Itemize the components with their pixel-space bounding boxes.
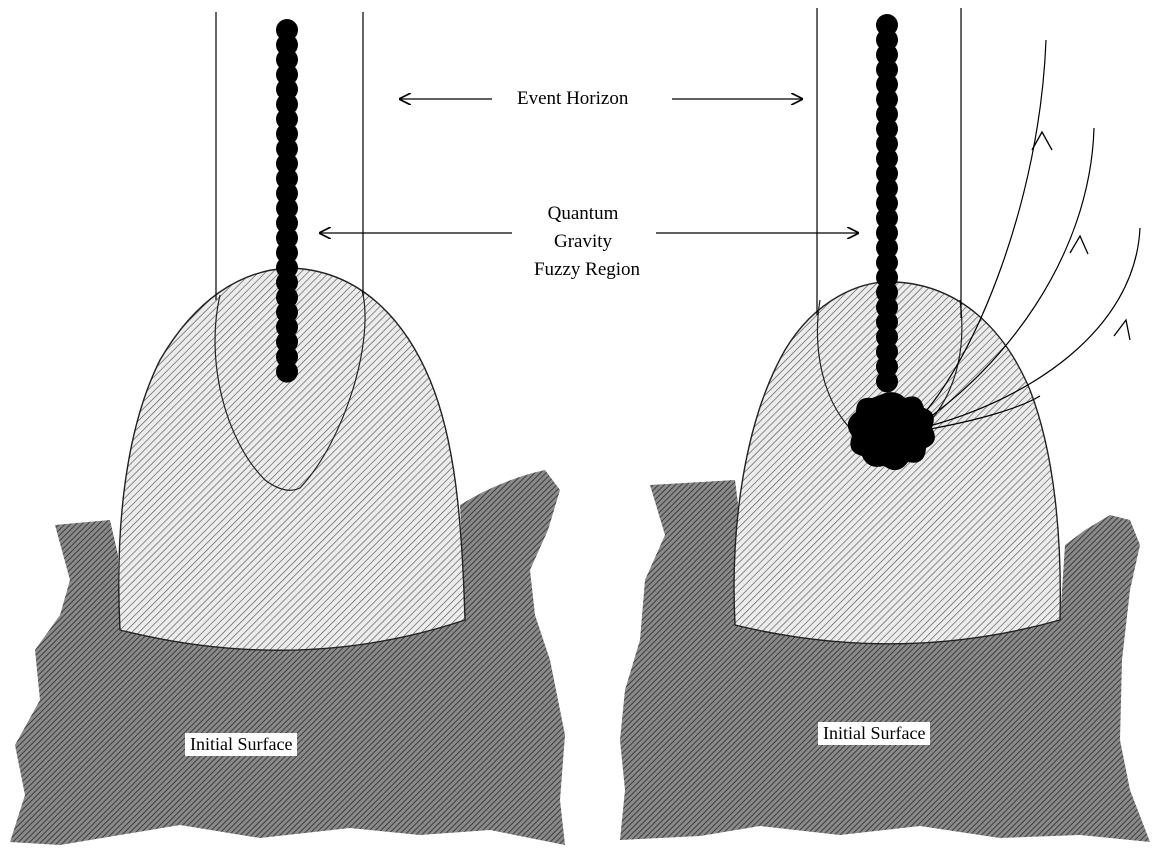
initial-surface-label-left: Initial Surface: [185, 733, 297, 756]
singularity-right-bead: [876, 370, 898, 392]
right-panel: Initial Surface: [620, 8, 1150, 842]
singularity-bead-chain-right: [876, 14, 898, 392]
left-panel: Initial Surface: [10, 12, 565, 845]
singularity-bead-chain-left: [276, 19, 298, 383]
initial-surface-label-right: Initial Surface: [818, 722, 930, 745]
event-horizon-label: Event Horizon: [517, 89, 628, 108]
fuzzy-region-label: Fuzzy Region: [534, 260, 640, 279]
singularity-left-bead: [276, 361, 298, 383]
radiation-arrow-3: [1114, 320, 1130, 340]
gravity-label: Gravity: [554, 232, 612, 251]
quantum-label: Quantum: [548, 204, 619, 223]
radiation-arrow-2: [1070, 236, 1088, 254]
